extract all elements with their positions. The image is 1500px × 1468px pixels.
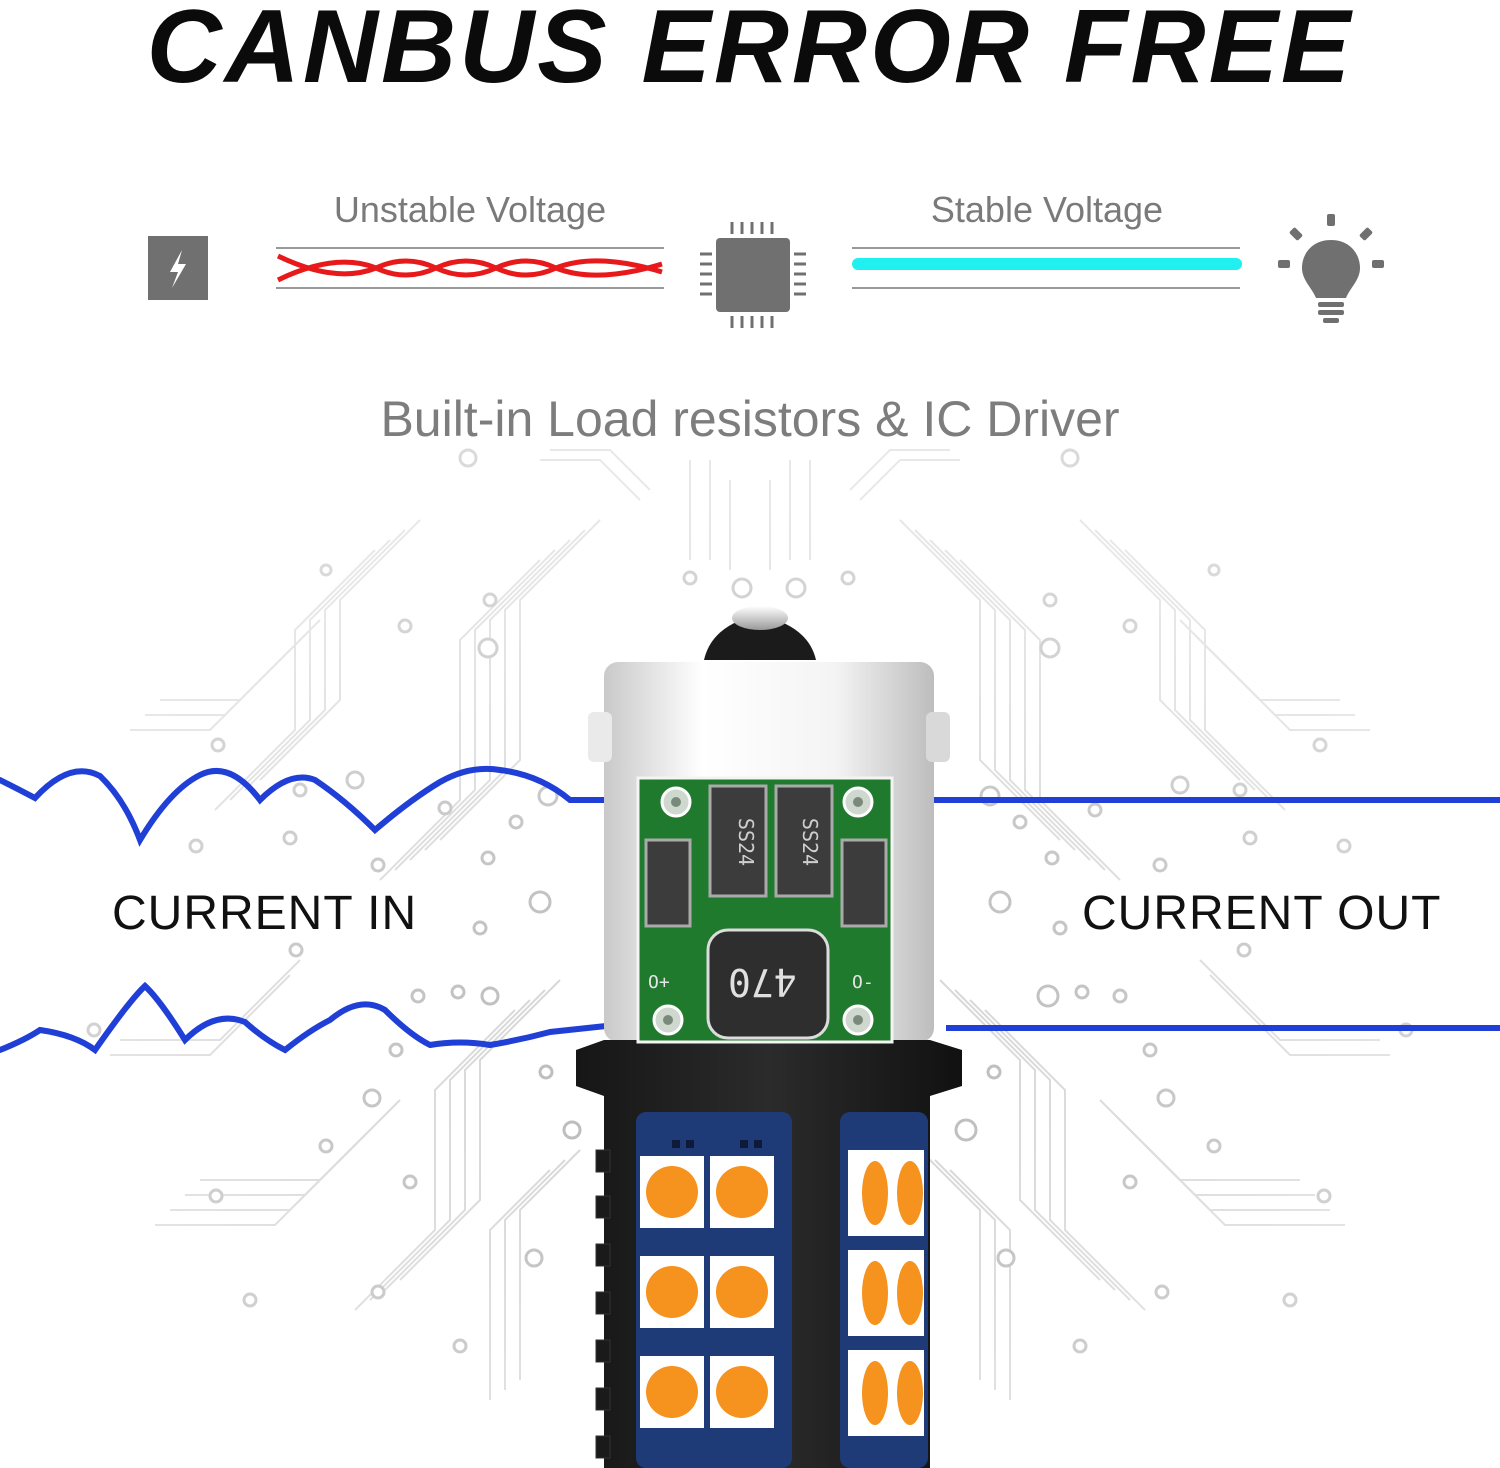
current-out-label: CURRENT OUT (1082, 887, 1442, 940)
side-led-chips (848, 1150, 924, 1436)
microchip-icon (700, 222, 806, 328)
diode-label-1: SS24 (734, 817, 759, 867)
current-in-label: CURRENT IN (112, 887, 418, 940)
power-icon-box (148, 236, 208, 300)
pad-plus-label: O+ (648, 972, 670, 993)
front-led-chips (640, 1156, 774, 1428)
unstable-voltage-wave (276, 247, 664, 289)
led-bulb (576, 606, 962, 1468)
input-wave-top (0, 765, 609, 847)
lightning-bolt-icon (170, 250, 186, 288)
feature-subtitle: Built-in Load resistors & IC Driver (380, 391, 1120, 447)
input-wave-bottom (0, 981, 609, 1055)
diode-label-2: SS24 (798, 817, 823, 867)
inductor-label: 470 (728, 960, 797, 1004)
stable-voltage-label: Stable Voltage (930, 189, 1164, 230)
headline: CANBUS ERROR FREE (146, 0, 1354, 105)
light-bulb-icon (1278, 214, 1384, 323)
pad-minus-label: O- (852, 972, 874, 993)
unstable-voltage-label: Unstable Voltage (333, 189, 607, 230)
stable-voltage-line (852, 247, 1242, 289)
pcb-diodes (644, 784, 888, 928)
